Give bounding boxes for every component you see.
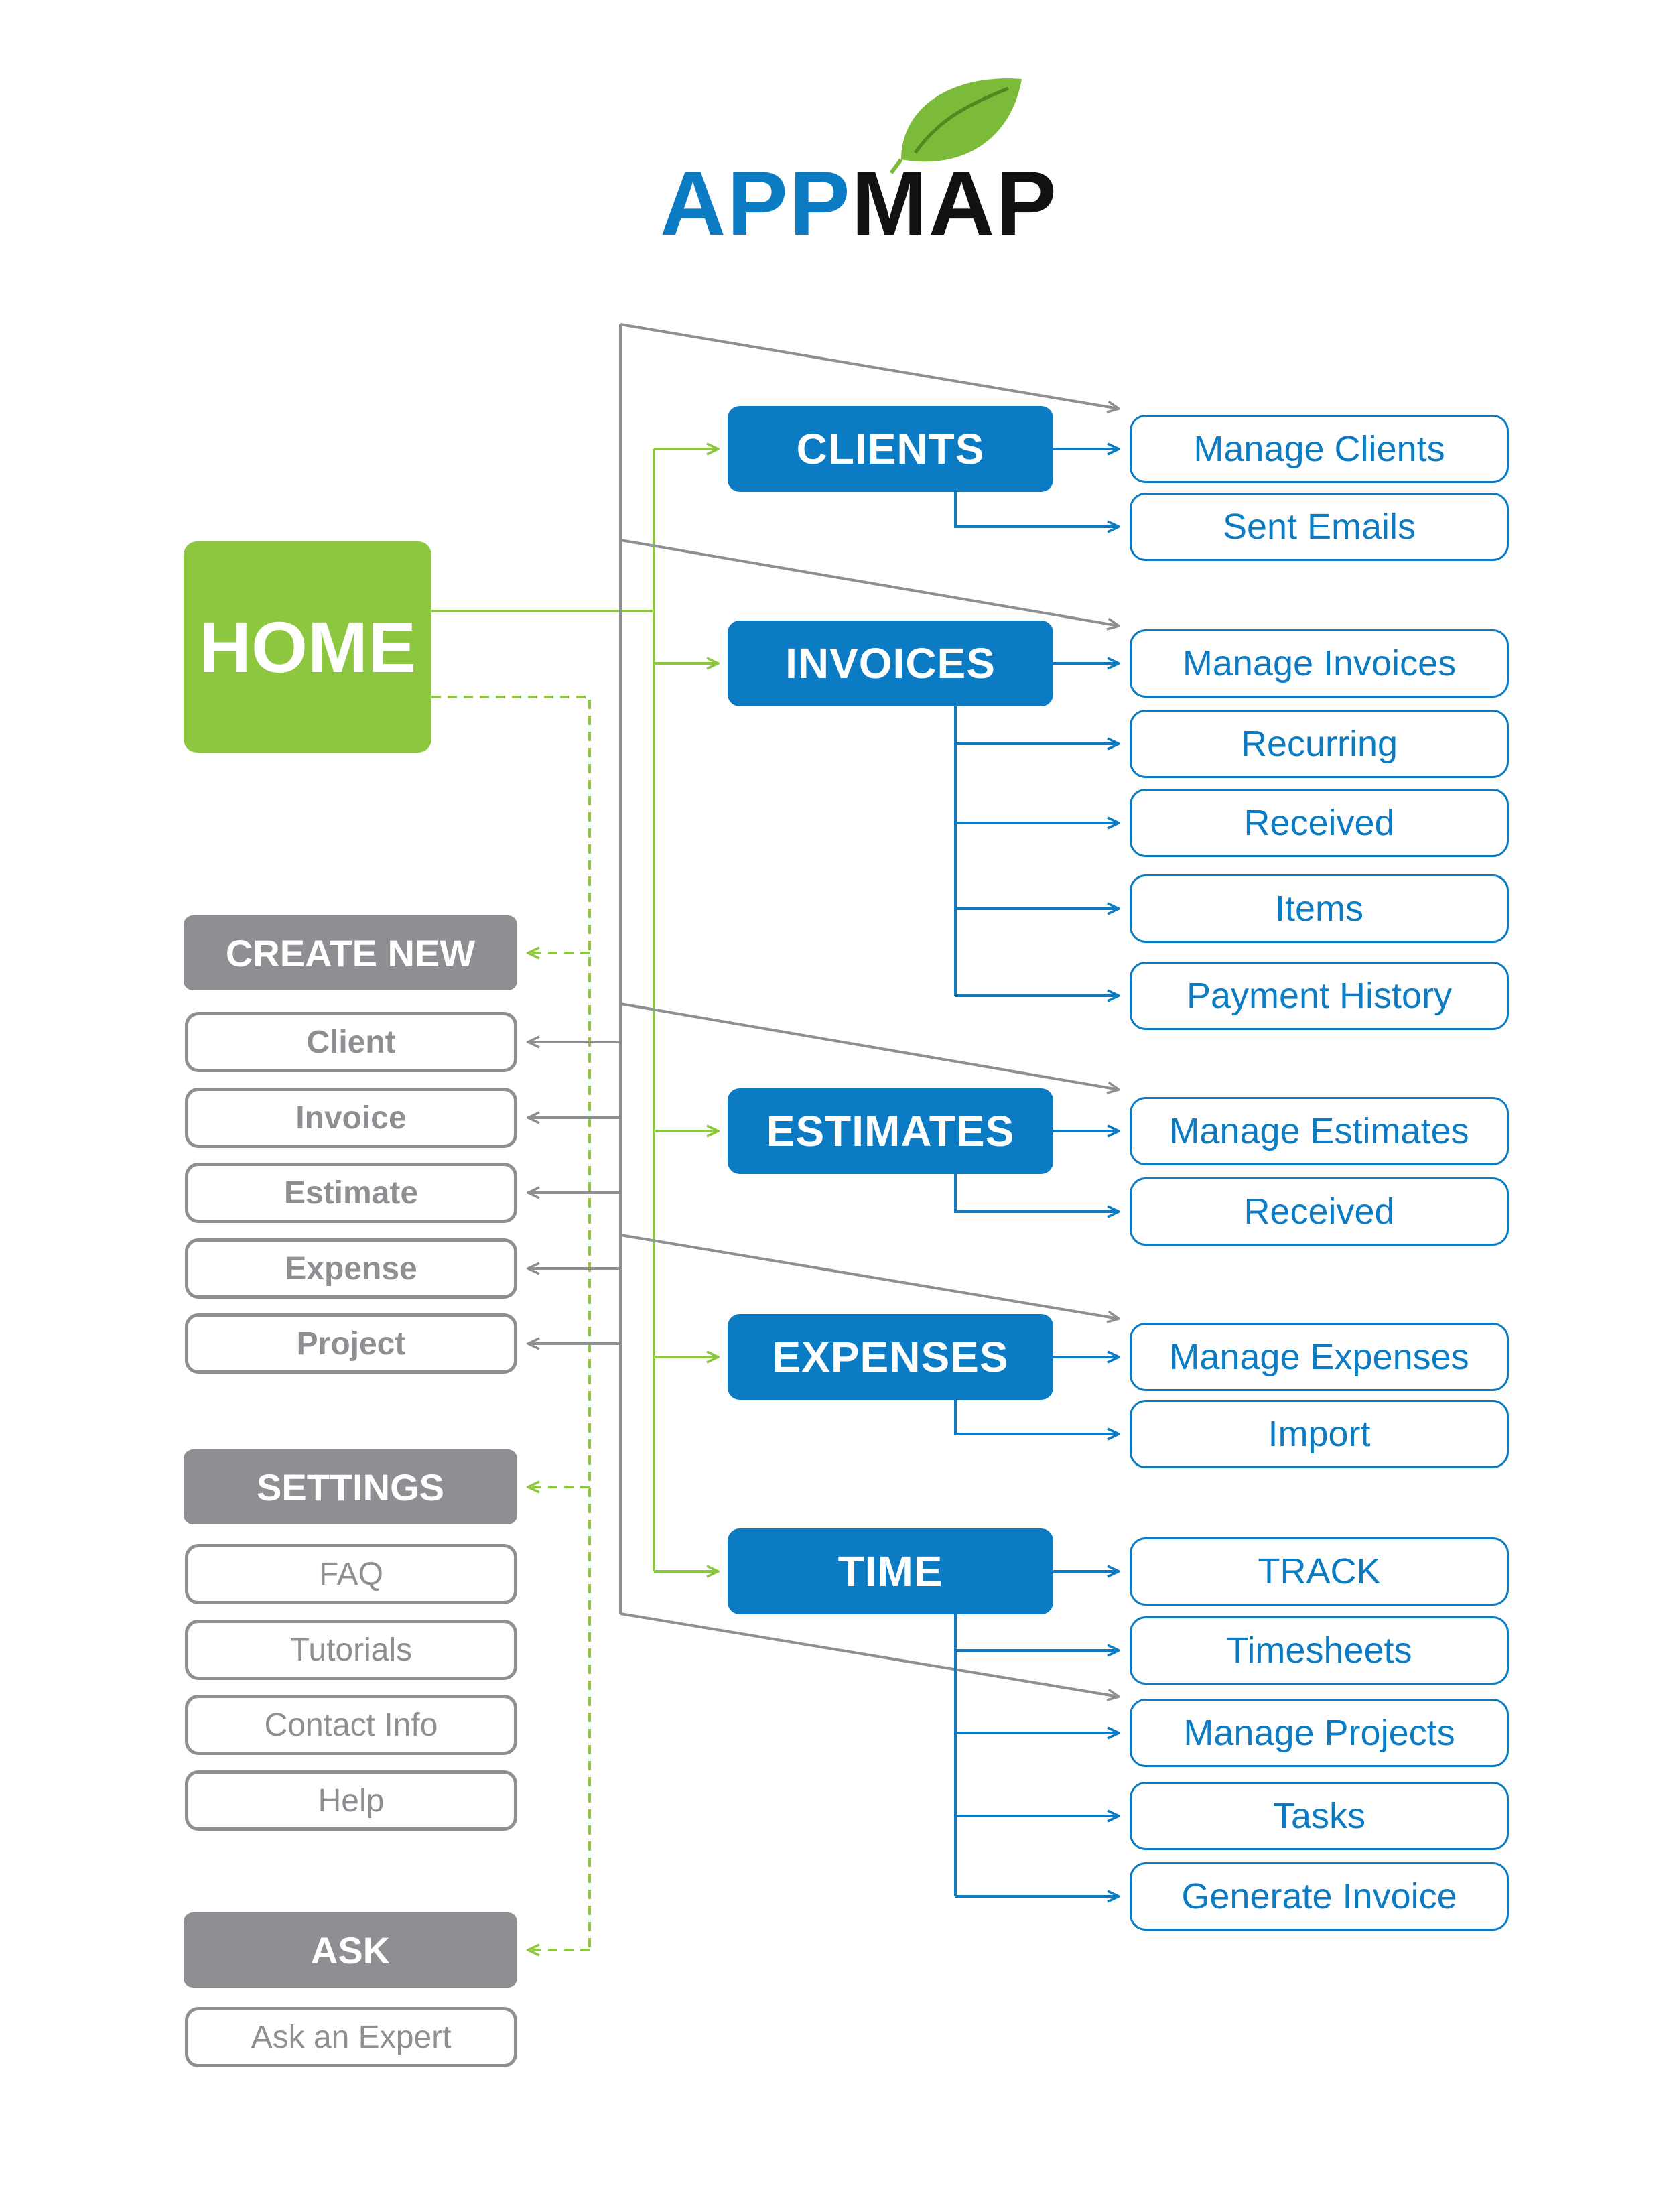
contact-info-item[interactable]: Contact Info <box>185 1695 517 1755</box>
clients-section[interactable]: CLIENTS <box>728 406 1053 492</box>
create-project-item[interactable]: Project <box>185 1313 517 1374</box>
create-new-connectors <box>528 323 1119 1697</box>
tasks-node[interactable]: Tasks <box>1130 1782 1509 1850</box>
import-node[interactable]: Import <box>1130 1400 1509 1468</box>
generate-invoice-node[interactable]: Generate Invoice <box>1130 1862 1509 1931</box>
manage-clients-node[interactable]: Manage Clients <box>1130 415 1509 483</box>
expenses-section[interactable]: EXPENSES <box>728 1314 1053 1400</box>
track-node[interactable]: TRACK <box>1130 1537 1509 1606</box>
timesheets-node[interactable]: Timesheets <box>1130 1616 1509 1685</box>
manage-estimates-node[interactable]: Manage Estimates <box>1130 1097 1509 1165</box>
help-item[interactable]: Help <box>185 1770 517 1831</box>
app-logo: APPMAP <box>660 157 1058 249</box>
sent-emails-node[interactable]: Sent Emails <box>1130 493 1509 561</box>
estimates-received-node[interactable]: Received <box>1130 1177 1509 1246</box>
items-node[interactable]: Items <box>1130 874 1509 943</box>
recurring-node[interactable]: Recurring <box>1130 710 1509 778</box>
manage-expenses-node[interactable]: Manage Expenses <box>1130 1323 1509 1391</box>
home-node[interactable]: HOME <box>184 541 431 753</box>
tutorials-item[interactable]: Tutorials <box>185 1620 517 1680</box>
invoices-section[interactable]: INVOICES <box>728 621 1053 706</box>
leaf-icon <box>889 78 1022 174</box>
faq-item[interactable]: FAQ <box>185 1544 517 1604</box>
create-invoice-item[interactable]: Invoice <box>185 1088 517 1148</box>
ask-header[interactable]: ASK <box>184 1912 517 1988</box>
manage-invoices-node[interactable]: Manage Invoices <box>1130 629 1509 698</box>
ask-an-expert-item[interactable]: Ask an Expert <box>185 2007 517 2067</box>
logo-text-map: MAP <box>851 152 1058 254</box>
home-to-side-connectors <box>431 696 591 1950</box>
logo-text-app: APP <box>660 152 852 254</box>
time-section[interactable]: TIME <box>728 1528 1053 1614</box>
home-to-sections-connectors <box>431 449 718 1571</box>
payment-history-node[interactable]: Payment History <box>1130 962 1509 1030</box>
create-client-item[interactable]: Client <box>185 1012 517 1072</box>
settings-header[interactable]: SETTINGS <box>184 1449 517 1524</box>
create-expense-item[interactable]: Expense <box>185 1238 517 1299</box>
create-new-header[interactable]: CREATE NEW <box>184 915 517 990</box>
invoices-received-node[interactable]: Received <box>1130 789 1509 857</box>
manage-projects-node[interactable]: Manage Projects <box>1130 1699 1509 1767</box>
section-to-sub-connectors <box>954 449 1119 1896</box>
estimates-section[interactable]: ESTIMATES <box>728 1088 1053 1174</box>
create-estimate-item[interactable]: Estimate <box>185 1163 517 1223</box>
